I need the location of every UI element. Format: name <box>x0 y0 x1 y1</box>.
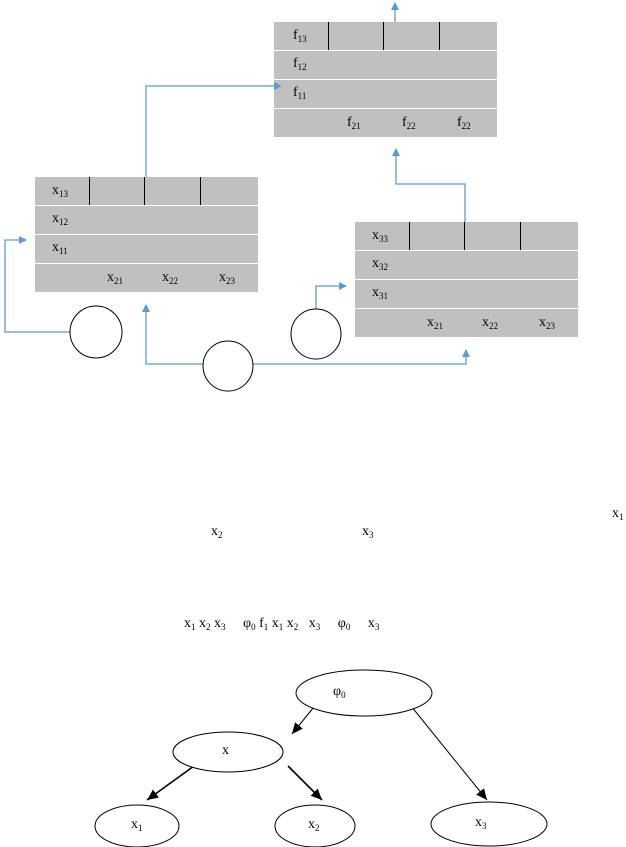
formula-x3b: x3 <box>308 616 321 632</box>
label-mid-x3: x3 <box>362 524 374 540</box>
tree-node-mid <box>172 731 284 773</box>
matrix-x1-cell <box>145 177 201 205</box>
matrix-f-label-13: f13 <box>293 28 307 44</box>
matrix-f-cell <box>329 22 384 50</box>
circle-node-c <box>202 340 254 392</box>
formula-x3c: x3 <box>367 616 380 632</box>
matrix-x1-cell <box>35 177 90 205</box>
matrix-x3-label-21: x21 <box>427 315 443 331</box>
formula-x1: x1 <box>184 616 196 632</box>
wire-circle-c-to-x3 <box>252 349 470 365</box>
matrix-f-label-21: f21 <box>347 115 361 131</box>
label-right-x1: x1 <box>612 506 624 522</box>
matrix-x1-row-3: x13 <box>35 177 258 206</box>
tree-node-leaf2 <box>274 804 356 847</box>
wire-circle-a-to-x1 <box>4 236 70 333</box>
tree-edge-root-leaf3 <box>410 705 488 801</box>
formula-x1b: x1 <box>271 616 284 632</box>
matrix-x3-cell <box>410 222 465 250</box>
wire-x1-to-f <box>145 82 282 177</box>
matrix-x1: x13 x12 x11 x21 x22 x23 <box>35 177 258 292</box>
matrix-x3-label-23: x23 <box>539 315 555 331</box>
matrix-x1-row-cols: x21 x22 x23 <box>35 264 258 292</box>
tree-node-leaf3 <box>430 801 548 847</box>
matrix-x3-label-33: x33 <box>372 228 388 244</box>
matrix-x3: x33 x32 x31 x21 x22 x23 <box>355 222 578 337</box>
matrix-x3-label-22: x22 <box>482 315 498 331</box>
tree-node-leaf1 <box>94 804 180 847</box>
circle-node-a <box>69 305 123 359</box>
matrix-x1-label-23: x23 <box>219 270 235 286</box>
matrix-x1-row-2: x12 <box>35 206 258 235</box>
matrix-f-label-22a: f22 <box>402 115 416 131</box>
matrix-f-row-cols: f21 f22 f22 <box>274 109 497 137</box>
tree-edge-mid-leaf2 <box>287 765 323 801</box>
matrix-f-label-11: f11 <box>293 85 307 101</box>
matrix-x3-row-3: x33 <box>355 222 578 251</box>
matrix-x1-label-13: x13 <box>52 183 68 199</box>
formula-phi0: φ0 <box>243 616 256 632</box>
matrix-x1-row-1: x11 <box>35 235 258 264</box>
label-mid-x2: x2 <box>211 524 223 540</box>
matrix-x3-row-cols: x21 x22 x23 <box>355 309 578 337</box>
tree-label-mid: x <box>222 743 229 758</box>
matrix-f-row-1: f11 <box>274 80 497 109</box>
matrix-x3-label-32: x32 <box>372 256 388 272</box>
matrix-x3-row-1: x31 <box>355 280 578 309</box>
matrix-x1-label-12: x12 <box>52 211 68 227</box>
formula-line: x1 x2 x3 φ0 f1 x1 x2 x3 φ0 x3 <box>184 616 379 632</box>
formula-x3: x3 <box>214 616 226 632</box>
formula-x2b: x2 <box>286 616 299 632</box>
matrix-f-cell <box>274 22 329 50</box>
wire-circle-b-to-x3 <box>315 282 347 309</box>
matrix-f-label-22b: f22 <box>457 115 471 131</box>
matrix-x3-cell <box>465 222 521 250</box>
matrix-x1-label-22: x22 <box>162 270 178 286</box>
matrix-f-label-12: f12 <box>293 56 307 72</box>
wire-x3-to-f <box>392 148 466 222</box>
tree-label-leaf3: x3 <box>475 815 487 831</box>
matrix-x1-label-21: x21 <box>107 270 123 286</box>
tree-label-leaf2: x2 <box>308 817 320 833</box>
tree-edge-mid-leaf1 <box>146 765 195 801</box>
formula-x2: x2 <box>199 616 211 632</box>
matrix-f-row-3: f13 <box>274 22 497 51</box>
matrix-x3-row-2: x32 <box>355 251 578 280</box>
formula-f1: f1 <box>259 616 269 632</box>
matrix-x3-label-31: x31 <box>372 285 388 301</box>
matrix-x1-cell <box>90 177 145 205</box>
circle-node-b <box>290 308 342 360</box>
matrix-f-cell <box>384 22 440 50</box>
matrix-f-row-2: f12 <box>274 51 497 80</box>
matrix-f: f13 f12 f11 f21 f22 f22 <box>274 22 497 137</box>
matrix-x1-label-11: x11 <box>52 240 68 256</box>
wire-circle-c-to-x1 <box>142 304 203 365</box>
tree-label-root: φ0 <box>333 684 346 700</box>
tree-label-leaf1: x1 <box>131 817 143 833</box>
tree-node-root <box>295 669 433 717</box>
matrix-x3-cell <box>355 222 410 250</box>
formula-phi0b: φ0 <box>337 616 351 632</box>
